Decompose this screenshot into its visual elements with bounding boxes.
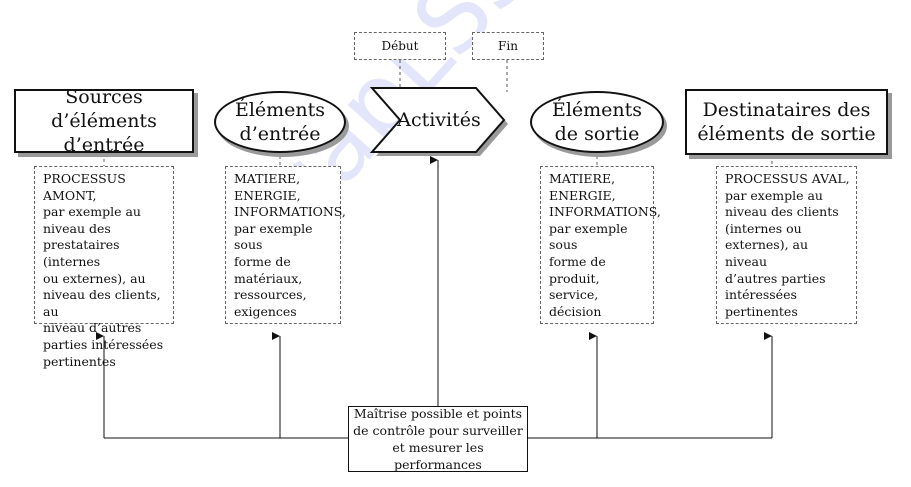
elements-sortie-ellipse: Éléments de sortie [530, 91, 664, 153]
control-box: Maîtrise possible et points de contrôle … [348, 406, 528, 472]
activites-label: Activités [397, 109, 481, 131]
activites-chevron [369, 87, 506, 153]
debut-tag: Début [354, 32, 446, 60]
entree-details: MATIERE, ENERGIE, INFORMATIONS, par exem… [225, 166, 346, 324]
elements-entree-ellipse: Éléments d’entrée [214, 91, 346, 153]
fin-tag: Fin [472, 32, 544, 60]
sources-details: PROCESSUS AMONT, par exemple au niveau d… [34, 166, 174, 369]
destinataires-details: PROCESSUS AVAL, par exemple au niveau de… [716, 166, 857, 324]
sources-box: Sources d’éléments d’entrée [14, 86, 194, 156]
destinataires-box: Destinataires des éléments de sortie [685, 89, 888, 155]
sortie-details: MATIERE, ENERGIE, INFORMATIONS, par exem… [540, 166, 661, 324]
